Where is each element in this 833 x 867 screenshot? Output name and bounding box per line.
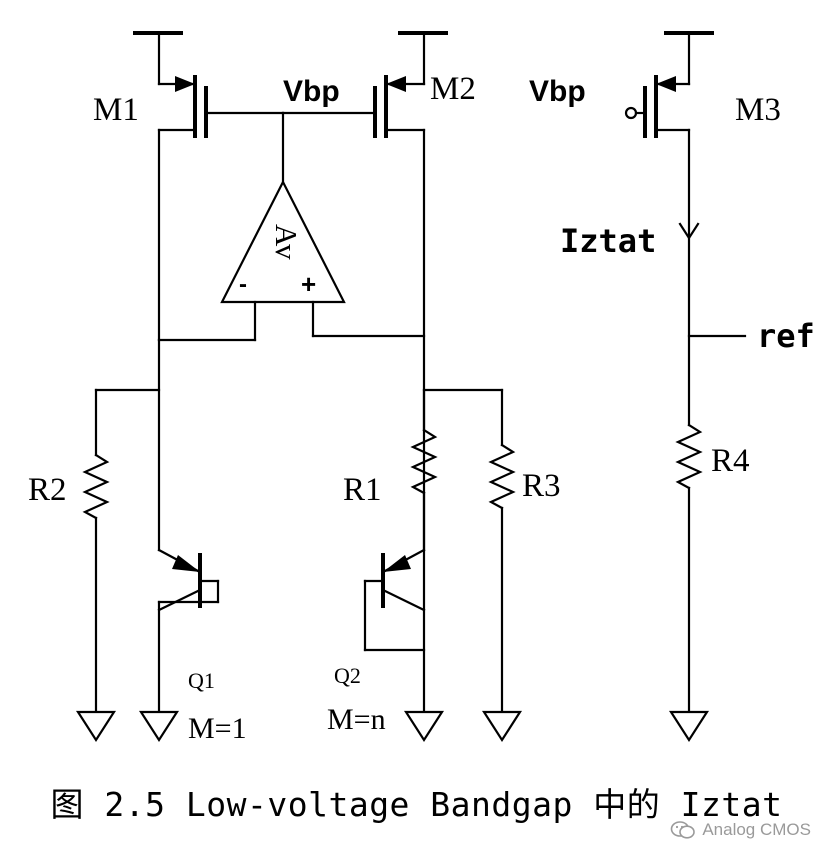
m2-source-arrow	[386, 76, 406, 92]
label-m3: M3	[735, 92, 781, 128]
opamp-triangle	[220, 179, 346, 304]
r2-resistor	[82, 453, 110, 520]
label-r4: R4	[711, 443, 750, 479]
ground-q1	[138, 710, 180, 743]
ground-r2	[75, 710, 117, 743]
label-q1: Q1	[188, 668, 215, 693]
iztat-current-arrow	[678, 222, 700, 241]
label-r2: R2	[28, 472, 67, 508]
r1-resistor	[410, 428, 438, 495]
right-branch	[410, 388, 516, 712]
m1-source-arrow	[175, 76, 195, 92]
r4-resistor	[675, 423, 703, 490]
wechat-icon	[671, 821, 696, 839]
label-vbp-right: Vbp	[529, 75, 586, 108]
label-vbp-top: Vbp	[283, 75, 340, 108]
label-m-eq-1: M=1	[188, 712, 247, 745]
m1-transistor	[133, 31, 285, 342]
label-ref: ref	[757, 317, 815, 355]
label-m-eq-n: M=n	[327, 703, 386, 736]
label-r3: R3	[522, 468, 561, 504]
label-iztat: Iztat	[560, 222, 656, 260]
label-opamp-minus: -	[239, 271, 247, 298]
label-opamp-plus: +	[301, 269, 316, 299]
ground-r3	[481, 710, 523, 743]
label-m2: M2	[430, 71, 476, 107]
label-q2: Q2	[334, 663, 361, 688]
q2-emitter-arrow	[383, 555, 411, 572]
watermark: Analog CMOS	[670, 820, 811, 840]
q1-transistor	[157, 548, 220, 712]
m3-source-arrow	[656, 76, 676, 92]
watermark-text: Analog CMOS	[702, 820, 811, 839]
m3-gate-bubble	[624, 106, 638, 120]
ground-q2	[403, 710, 445, 743]
r3-resistor	[488, 443, 516, 510]
ground-r4	[668, 710, 710, 743]
q2-transistor	[363, 491, 426, 652]
figure-caption: 图 2.5 Low-voltage Bandgap 中的 Iztat	[50, 785, 783, 824]
label-r1: R1	[343, 472, 382, 508]
m3-transistor	[624, 31, 714, 138]
label-m1: M1	[93, 92, 139, 128]
label-opamp-gain: Av	[269, 224, 304, 260]
m3-output-branch	[675, 128, 747, 712]
q1-emitter-arrow	[172, 555, 200, 572]
opamp	[157, 179, 426, 342]
ground-symbols	[75, 710, 710, 743]
left-branch	[82, 338, 161, 712]
